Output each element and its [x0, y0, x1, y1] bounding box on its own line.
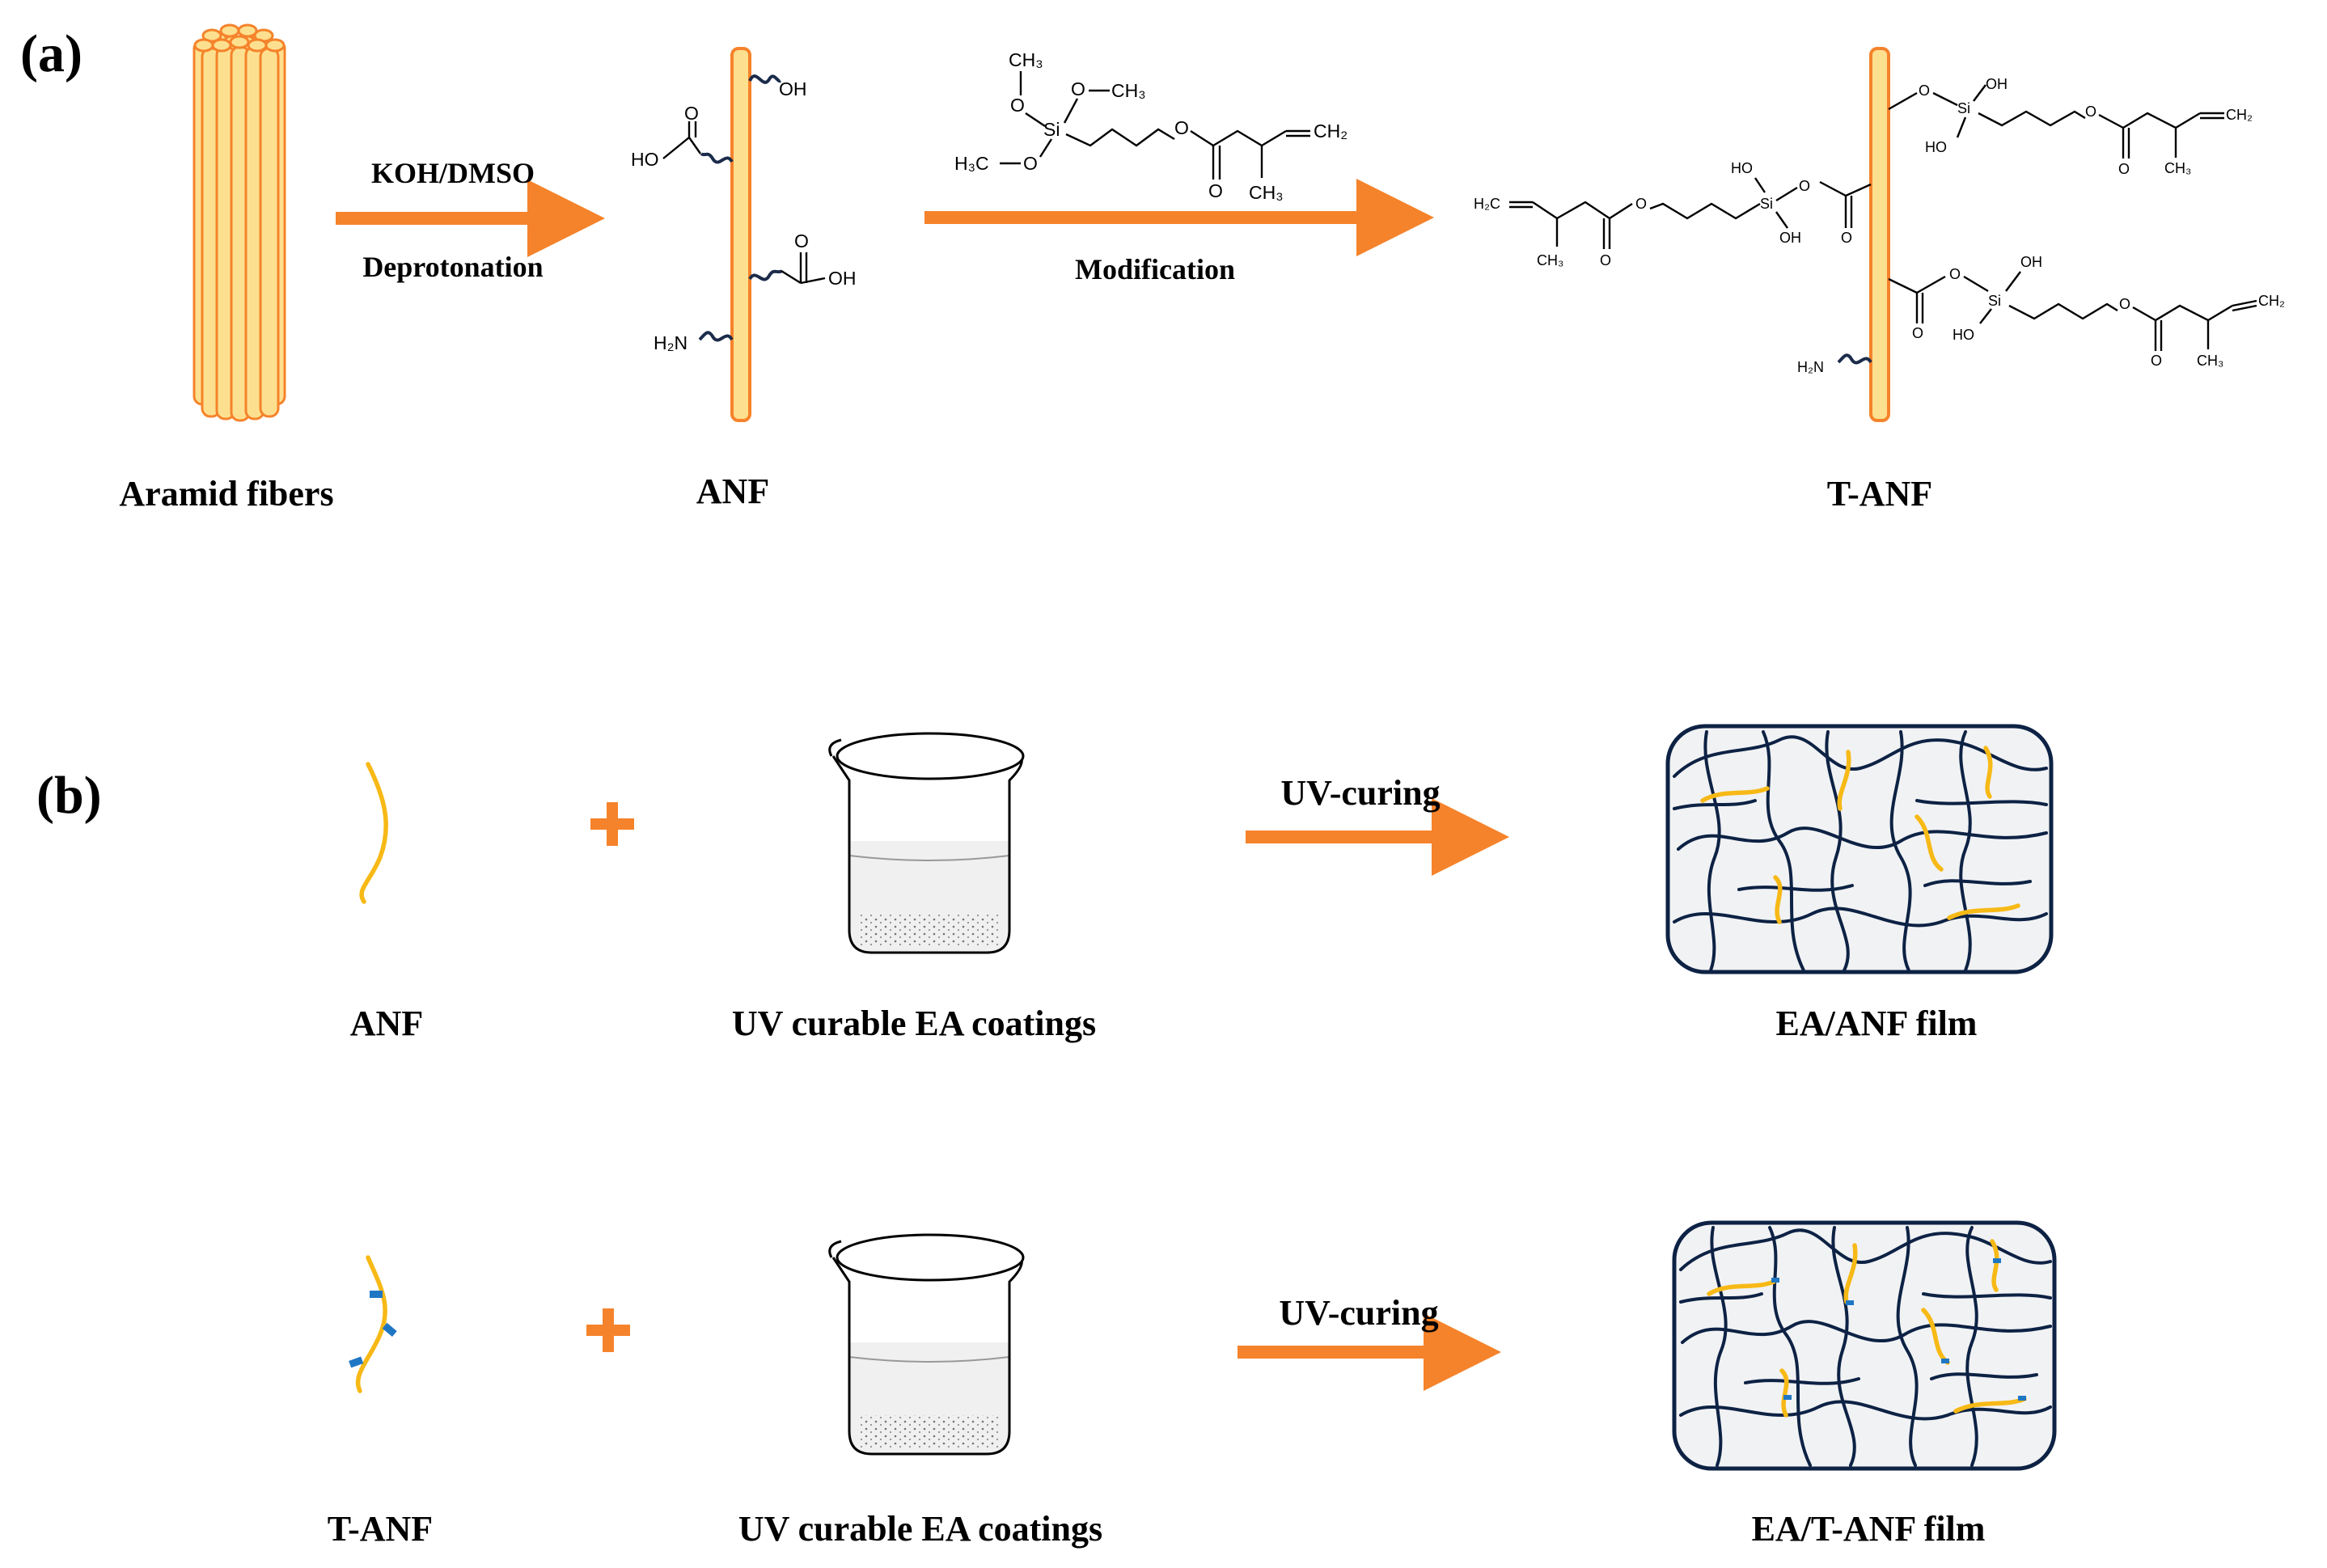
tanf-ch3-3: CH₃	[2197, 353, 2223, 369]
tanf-oh-1: OH	[1986, 76, 2008, 92]
uv-curing-label-1: UV-curing	[1280, 773, 1440, 813]
modification-label: Modification	[1075, 253, 1235, 285]
tanf-ch2-1: CH₂	[2226, 107, 2253, 123]
anf-oh-group: OH	[779, 78, 807, 99]
ea-anf-film-label: EA/ANF film	[1776, 1004, 1978, 1043]
beaker-label-1: UV curable EA coatings	[732, 1004, 1096, 1043]
uv-curing-label-2: UV-curing	[1279, 1293, 1438, 1333]
reagent-ch2: CH₂	[1314, 120, 1348, 142]
tanf-o-2: O	[2085, 104, 2096, 120]
tanf-o-8: O	[1912, 325, 1923, 341]
ea-t-anf-film-label: EA/T-ANF film	[1752, 1509, 1986, 1549]
aramid-fiber-bundle	[193, 23, 286, 422]
beaker-2	[828, 1233, 1025, 1456]
tanf-ch2-2: CH₂	[2258, 293, 2285, 309]
tanf-si-1: Si	[1957, 100, 1970, 116]
tanf-oh-2: OH	[1779, 230, 1801, 246]
reagent-ch3-top: CH₃	[1009, 49, 1043, 70]
reagent-o-bottom: O	[1023, 153, 1038, 174]
anf-amine-group: H₂N	[654, 332, 688, 353]
reagent-o-ester: O	[1174, 117, 1189, 138]
tanf-o-4: O	[1841, 230, 1852, 246]
tanf-si-3: Si	[1988, 293, 2001, 309]
tanf-ch3-2: CH₃	[1537, 252, 1563, 268]
anf-cooh-left-ho: HO	[631, 149, 659, 170]
tanf-si-2: Si	[1760, 196, 1773, 212]
panel-a-label: (a)	[20, 24, 83, 83]
ea-anf-film	[1665, 724, 2054, 974]
t-anf-label-a: T-ANF	[1827, 474, 1932, 514]
anf-carbonyl-o-right: O	[794, 230, 809, 251]
ea-t-anf-film	[1672, 1220, 2057, 1471]
anf-cooh-right-oh: OH	[828, 268, 857, 289]
panel-b-label: (b)	[36, 766, 102, 825]
aramid-fibers-label: Aramid fibers	[119, 474, 333, 514]
tanf-o-7: O	[1600, 252, 1611, 268]
koh-dmso-label: KOH/DMSO	[371, 157, 535, 189]
tanf-ho-2: HO	[1731, 160, 1753, 176]
tanf-ho-3: HO	[1953, 327, 1974, 343]
tanf-o-9: O	[1949, 266, 1961, 282]
tanf-ho-1: HO	[1925, 139, 1947, 155]
tanf-o-11: O	[2151, 353, 2162, 369]
t-anf-fiber-icon	[349, 1255, 397, 1393]
anf-nanofiber: OH O HO O OH H₂N	[631, 47, 857, 422]
tanf-o-10: O	[2119, 296, 2130, 312]
tanf-h2c: H₂C	[1474, 196, 1500, 212]
anf-label-b: ANF	[350, 1004, 423, 1043]
reagent-o-carbonyl: O	[1208, 180, 1223, 201]
anf-carbonyl-o-left: O	[684, 103, 699, 124]
tanf-amine-group: H₂N	[1797, 359, 1824, 375]
tanf-o-5: O	[1799, 178, 1810, 194]
tanf-oh-3: OH	[2020, 254, 2042, 270]
reagent-o-right: O	[1071, 78, 1085, 99]
plus-sign-1	[590, 802, 634, 846]
reagent-h3c: H₃C	[954, 153, 989, 174]
tanf-ch3-1: CH₃	[2164, 160, 2191, 176]
reagent-o-left: O	[1010, 95, 1025, 116]
plus-sign-2	[586, 1308, 630, 1352]
anf-label-a: ANF	[696, 471, 769, 511]
beaker-label-2: UV curable EA coatings	[738, 1509, 1102, 1549]
tanf-o-1: O	[1919, 82, 1930, 99]
anf-fiber-icon	[359, 762, 388, 904]
silane-reagent-structure: CH₃ O Si O CH₃ O H₃C O O CH₂ CH₃	[954, 49, 1348, 203]
reagent-si: Si	[1043, 119, 1060, 140]
t-anf-label-b: T-ANF	[328, 1509, 433, 1549]
tanf-o-3: O	[2118, 161, 2130, 177]
reagent-ch3-bottom: CH₃	[1249, 182, 1284, 203]
tanf-o-6: O	[1635, 196, 1647, 212]
beaker-1	[828, 732, 1025, 954]
reagent-ch3-right: CH₃	[1111, 80, 1146, 101]
deprotonation-label: Deprotonation	[362, 251, 543, 283]
t-anf-nanofiber: O Si OH HO O O CH₂ CH₃ O O Si HO OH O	[1474, 47, 2285, 422]
